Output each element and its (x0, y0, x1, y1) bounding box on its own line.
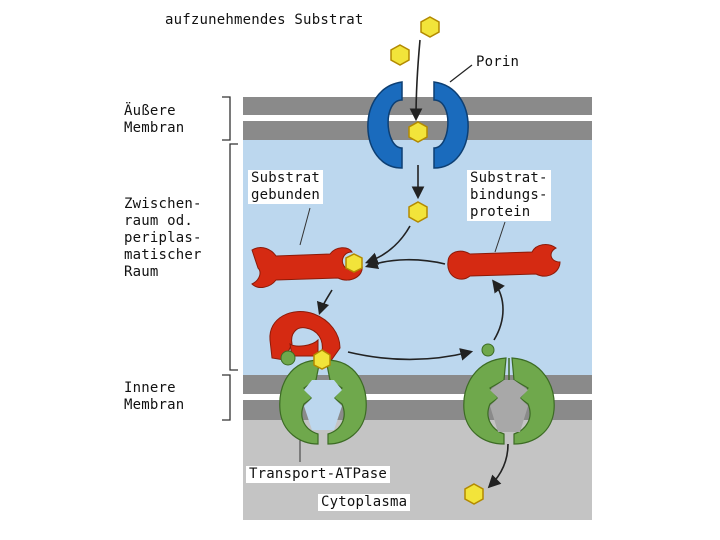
substrate-icon (409, 122, 427, 142)
outer-membrane-label: Äußere Membran (124, 103, 184, 137)
substrate-icon (391, 45, 409, 65)
substrate-icon (314, 350, 330, 369)
porin-leader-line (450, 65, 472, 82)
substrate-icon (346, 254, 362, 272)
substrate-icon (465, 484, 483, 504)
substrate-icon (421, 17, 439, 37)
substrate-icon (409, 202, 427, 222)
transport-atpase-label: Transport-ATPase (246, 466, 390, 483)
porin-label: Porin (476, 54, 519, 71)
substrate-bound-label: Substrat gebunden (248, 170, 323, 204)
periplasm-label: Zwischen- raum od. periplas- matischer R… (124, 196, 202, 281)
region-brackets (222, 97, 238, 420)
cytoplasm-label: Cytoplasma (318, 494, 410, 511)
binding-protein-label: Substrat- bindungs- protein (467, 170, 551, 221)
inner-membrane-label: Innere Membran (124, 380, 184, 414)
substrate-title: aufzunehmendes Substrat (165, 12, 363, 29)
